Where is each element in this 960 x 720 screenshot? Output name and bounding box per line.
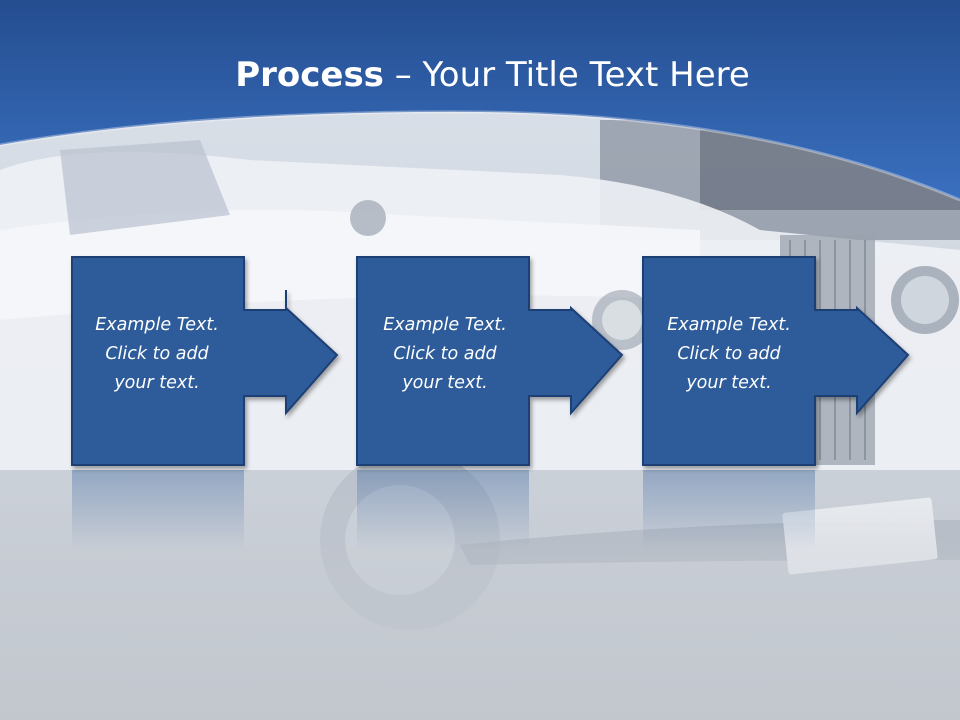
step-2-text[interactable]: Example Text. Click to add your text. <box>358 311 532 398</box>
step-1-line-2: Click to add <box>105 344 209 364</box>
step-1-line-1: Example Text. <box>95 315 219 335</box>
title-rest: – Your Title Text Here <box>383 55 750 95</box>
step-3-text[interactable]: Example Text. Click to add your text. <box>642 311 816 398</box>
title-strong: Process <box>235 55 384 95</box>
step-1-text[interactable]: Example Text. Click to add your text. <box>70 311 244 398</box>
step-2-line-2: Click to add <box>393 344 497 364</box>
step-2-line-3: your text. <box>402 373 488 393</box>
step-2-line-1: Example Text. <box>383 315 507 335</box>
step-1-line-3: your text. <box>114 373 200 393</box>
step-3-line-2: Click to add <box>677 344 781 364</box>
process-step-1[interactable] <box>71 256 339 466</box>
process-step-2[interactable] <box>356 256 624 466</box>
slide-title[interactable]: Process – Your Title Text Here <box>0 52 960 98</box>
step-3-line-3: your text. <box>686 373 772 393</box>
process-step-3[interactable] <box>642 256 910 466</box>
step-3-line-1: Example Text. <box>667 315 791 335</box>
